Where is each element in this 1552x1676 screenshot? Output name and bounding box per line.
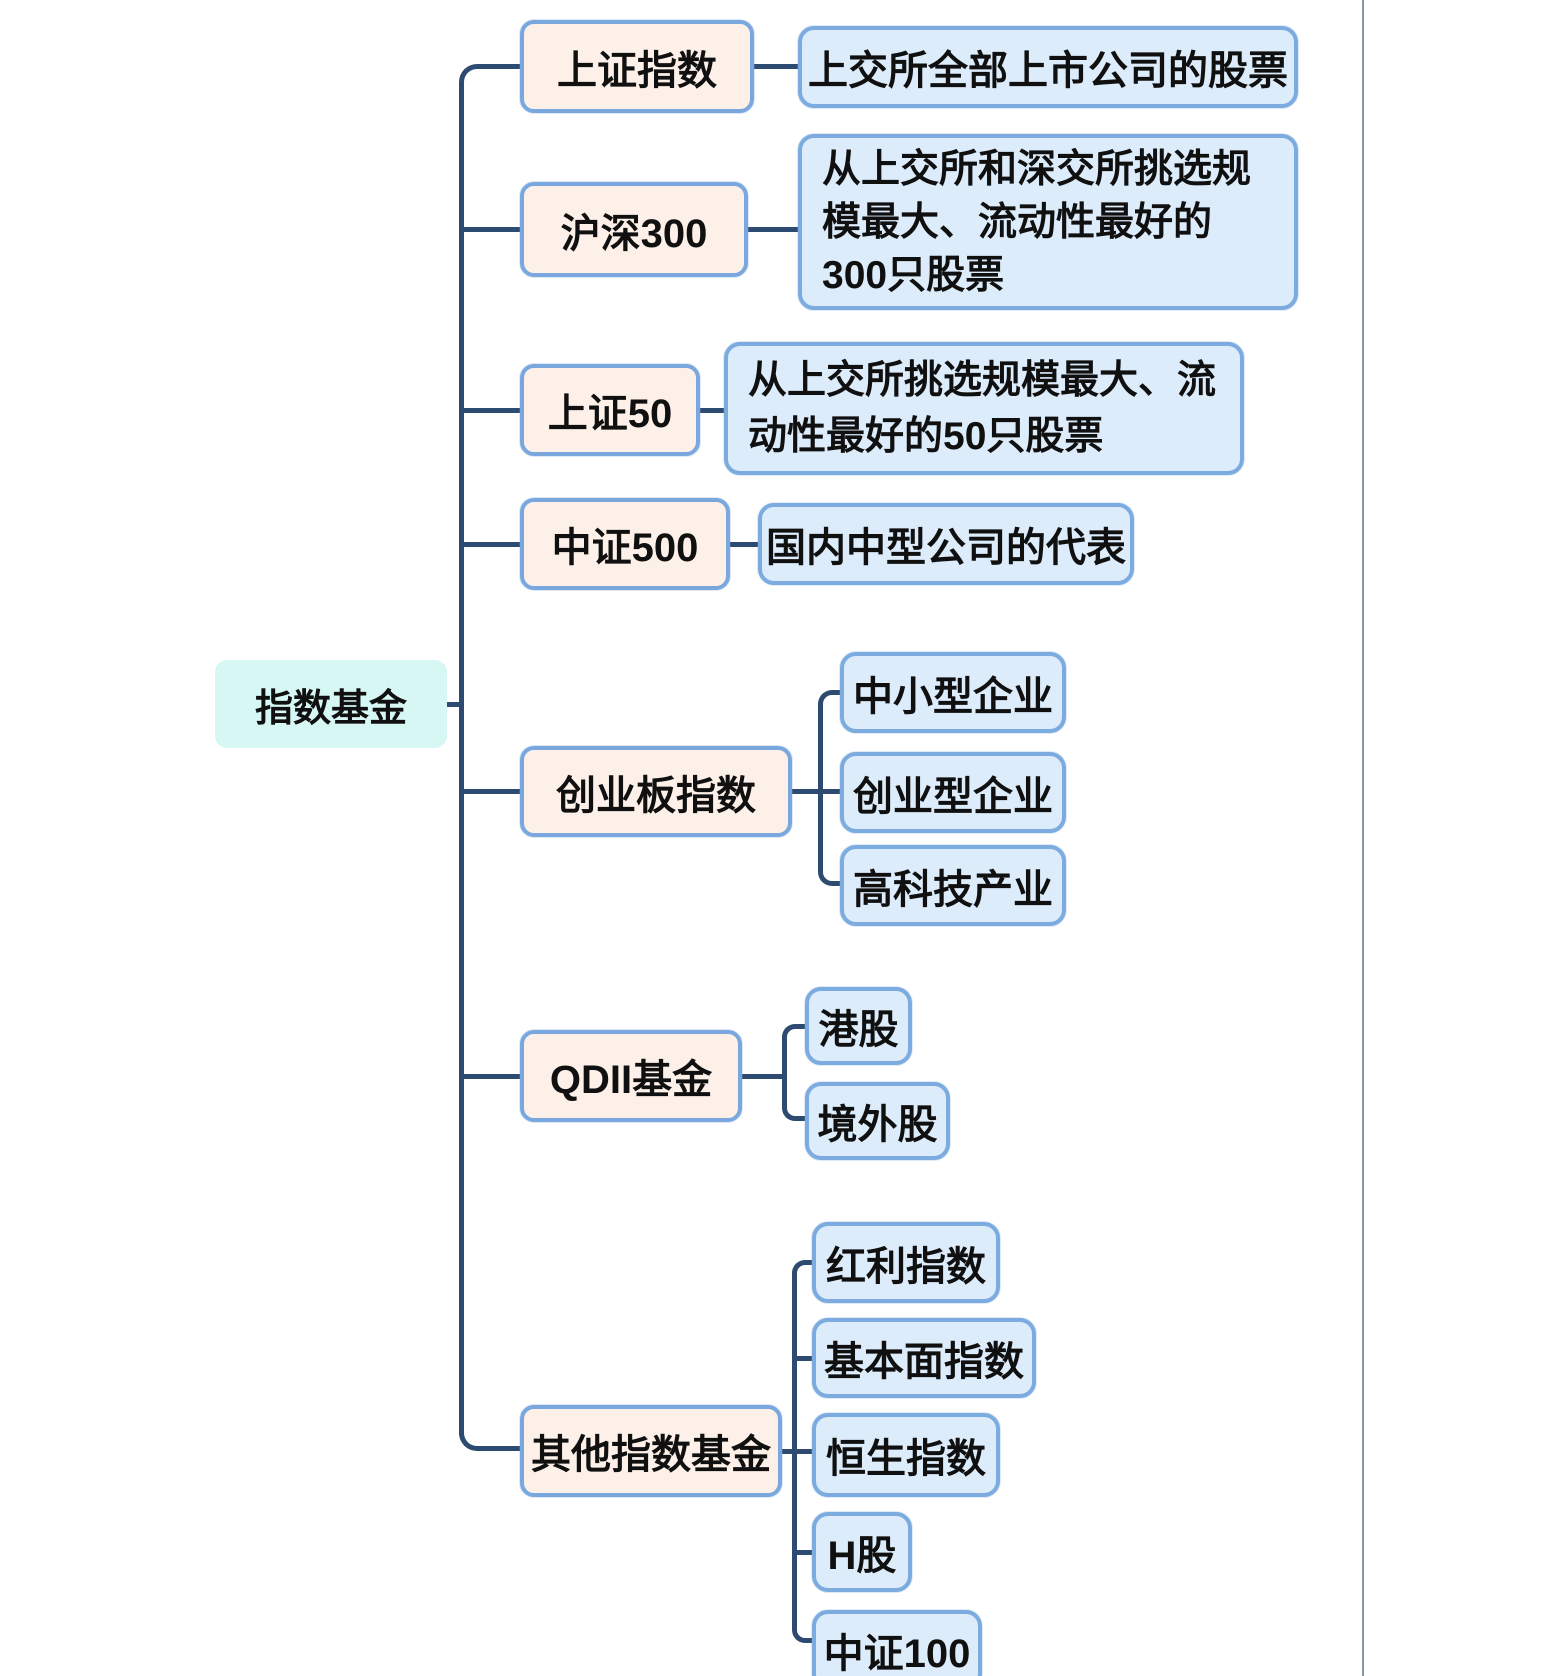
desc-label: 从上交所和深交所挑选规模最大、流动性最好的300只股票 bbox=[822, 147, 1252, 297]
child-node-hk-stocks[interactable]: 港股 bbox=[805, 987, 912, 1065]
child-node-dividend-index[interactable]: 红利指数 bbox=[812, 1222, 1000, 1303]
child-node-hangseng-index[interactable]: 恒生指数 bbox=[812, 1413, 1000, 1497]
branch-node-chinext[interactable]: 创业板指数 bbox=[520, 746, 792, 837]
desc-node-sse50[interactable]: 从上交所挑选规模最大、流动性最好的50只股票 bbox=[724, 342, 1244, 475]
desc-node-hs300[interactable]: 从上交所和深交所挑选规模最大、流动性最好的300只股票 bbox=[798, 134, 1298, 310]
child-node-fundamental-index[interactable]: 基本面指数 bbox=[812, 1318, 1036, 1398]
child-label: 中证100 bbox=[823, 1632, 971, 1676]
child-label: 中小型企业 bbox=[853, 674, 1053, 719]
child-node-csi100[interactable]: 中证100 bbox=[812, 1610, 982, 1676]
connector-trunk-top-elbow bbox=[459, 64, 521, 98]
connector-branch-sse50 bbox=[459, 408, 520, 413]
desc-node-csi500[interactable]: 国内中型公司的代表 bbox=[758, 503, 1134, 585]
connector-other-hshare bbox=[792, 1550, 812, 1555]
canvas-edge-divider bbox=[1362, 0, 1364, 1676]
connector-branch-qdii bbox=[459, 1074, 520, 1079]
connector-other-subtrunk bbox=[792, 1280, 797, 1620]
child-label: 红利指数 bbox=[826, 1244, 986, 1289]
desc-node-sse-index[interactable]: 上交所全部上市公司的股票 bbox=[798, 26, 1298, 108]
child-label: 境外股 bbox=[817, 1103, 938, 1147]
branch-node-csi500[interactable]: 中证500 bbox=[520, 498, 730, 590]
child-label: 高科技产业 bbox=[853, 867, 1053, 912]
desc-label: 上交所全部上市公司的股票 bbox=[808, 49, 1288, 93]
child-label: 创业型企业 bbox=[853, 774, 1053, 819]
child-node-startup-enterprise[interactable]: 创业型企业 bbox=[840, 752, 1066, 833]
branch-label: QDII基金 bbox=[549, 1058, 713, 1102]
branch-label: 其他指数基金 bbox=[531, 1433, 771, 1477]
branch-label: 上证指数 bbox=[557, 48, 717, 93]
connector-qdii-stub bbox=[742, 1074, 786, 1079]
desc-label: 从上交所挑选规模最大、流动性最好的50只股票 bbox=[748, 358, 1217, 458]
connector-other-top-elbow bbox=[792, 1260, 812, 1288]
connector-other-bottom-elbow bbox=[792, 1613, 812, 1643]
branch-node-qdii[interactable]: QDII基金 bbox=[520, 1030, 742, 1122]
child-node-h-shares[interactable]: H股 bbox=[812, 1512, 912, 1592]
child-node-hightech-industry[interactable]: 高科技产业 bbox=[840, 845, 1066, 926]
connector-branch-csi500 bbox=[459, 542, 520, 547]
branch-node-other-index[interactable]: 其他指数基金 bbox=[520, 1405, 782, 1497]
connector-trunk bbox=[459, 90, 464, 1435]
connector-other-fundamental bbox=[792, 1356, 812, 1361]
child-label: 基本面指数 bbox=[824, 1340, 1024, 1384]
desc-label: 国内中型公司的代表 bbox=[766, 526, 1126, 570]
branch-node-sse-index[interactable]: 上证指数 bbox=[520, 20, 754, 113]
connector-chinext-top-elbow bbox=[818, 690, 840, 718]
connector-desc-csi500 bbox=[730, 542, 758, 547]
child-node-overseas-stocks[interactable]: 境外股 bbox=[805, 1082, 950, 1160]
child-label: H股 bbox=[827, 1534, 897, 1578]
connector-chinext-subtrunk bbox=[818, 710, 823, 862]
child-node-small-mid-enterprise[interactable]: 中小型企业 bbox=[840, 652, 1066, 733]
branch-node-sse50[interactable]: 上证50 bbox=[520, 364, 700, 456]
connector-chinext-stub bbox=[792, 789, 840, 794]
connector-root-trunk bbox=[445, 702, 461, 707]
connector-other-stub bbox=[782, 1449, 812, 1454]
connector-desc-sse50 bbox=[700, 408, 724, 413]
connector-desc-hs300 bbox=[748, 227, 798, 232]
branch-label: 中证500 bbox=[551, 526, 699, 570]
child-label: 港股 bbox=[818, 1008, 899, 1052]
connector-branch-chinext bbox=[459, 789, 520, 794]
connector-qdii-top-elbow bbox=[782, 1024, 805, 1052]
branch-label: 沪深300 bbox=[560, 211, 708, 256]
branch-label: 上证50 bbox=[547, 392, 673, 436]
connector-desc-sse-index bbox=[754, 64, 798, 69]
branch-label: 创业板指数 bbox=[556, 773, 756, 818]
connector-qdii-subtrunk bbox=[782, 1044, 787, 1096]
child-label: 恒生指数 bbox=[826, 1437, 986, 1481]
connector-qdii-bottom-elbow bbox=[782, 1091, 805, 1121]
root-node-index-funds[interactable]: 指数基金 bbox=[215, 660, 447, 748]
connector-trunk-bottom-elbow bbox=[459, 1419, 521, 1451]
root-node-label: 指数基金 bbox=[254, 687, 407, 730]
connector-chinext-bottom-elbow bbox=[818, 858, 840, 886]
branch-node-hs300[interactable]: 沪深300 bbox=[520, 182, 748, 277]
connector-branch-hs300 bbox=[459, 227, 520, 232]
